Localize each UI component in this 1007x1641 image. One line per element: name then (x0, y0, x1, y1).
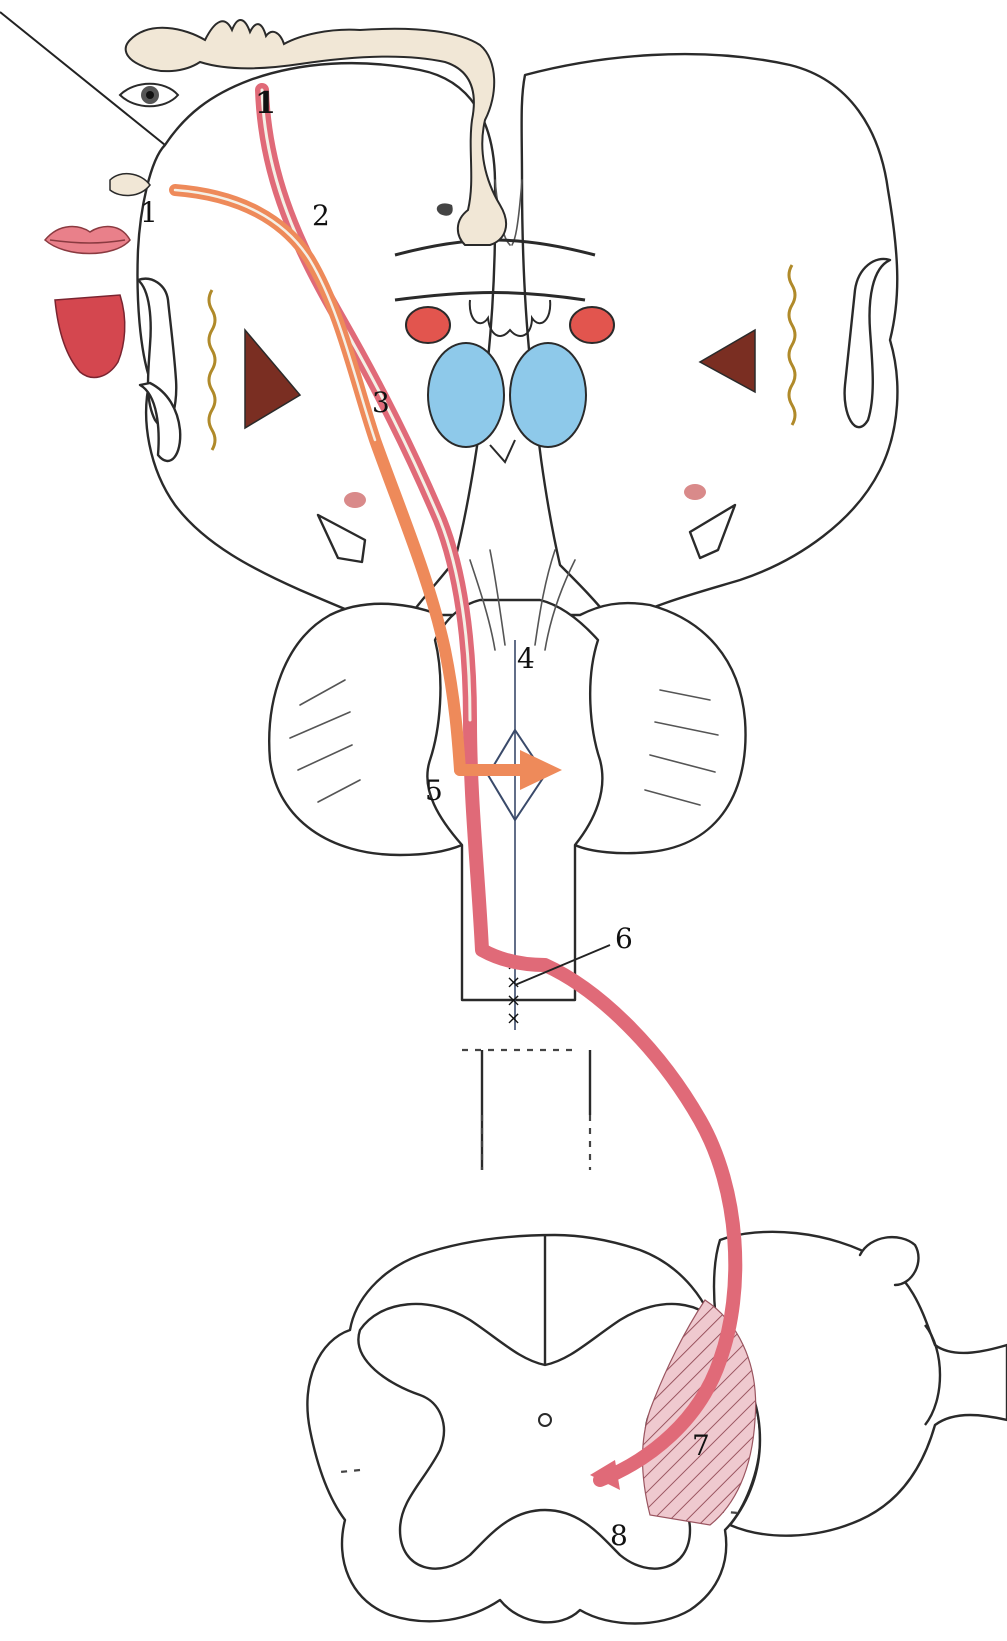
tongue-icon (55, 295, 125, 377)
left-caudate-nucleus (406, 307, 450, 343)
nose-icon (110, 174, 150, 196)
midline-fissure-right (512, 180, 522, 245)
label-7: 7 (692, 1429, 710, 1462)
label-1-cortex: 1 (255, 86, 276, 121)
label-5: 5 (425, 774, 443, 807)
left-amygdala-spot (344, 492, 366, 508)
dorsal-root-ganglion (714, 1232, 1007, 1536)
lips-icon (45, 227, 130, 254)
third-ventricle (490, 440, 515, 462)
label-8: 8 (610, 1519, 628, 1552)
label-6: 6 (615, 922, 633, 955)
left-thalamus (428, 343, 504, 447)
label-3: 3 (372, 386, 390, 419)
right-thalamus (510, 343, 586, 447)
label-4: 4 (517, 642, 535, 675)
eye-icon (120, 84, 178, 107)
right-caudate-nucleus (570, 307, 614, 343)
right-amygdala-spot (684, 484, 706, 500)
label-2: 2 (312, 199, 330, 232)
label-1-face-cortex: 1 (140, 196, 158, 229)
decussation-mark-4: × (506, 1008, 521, 1029)
